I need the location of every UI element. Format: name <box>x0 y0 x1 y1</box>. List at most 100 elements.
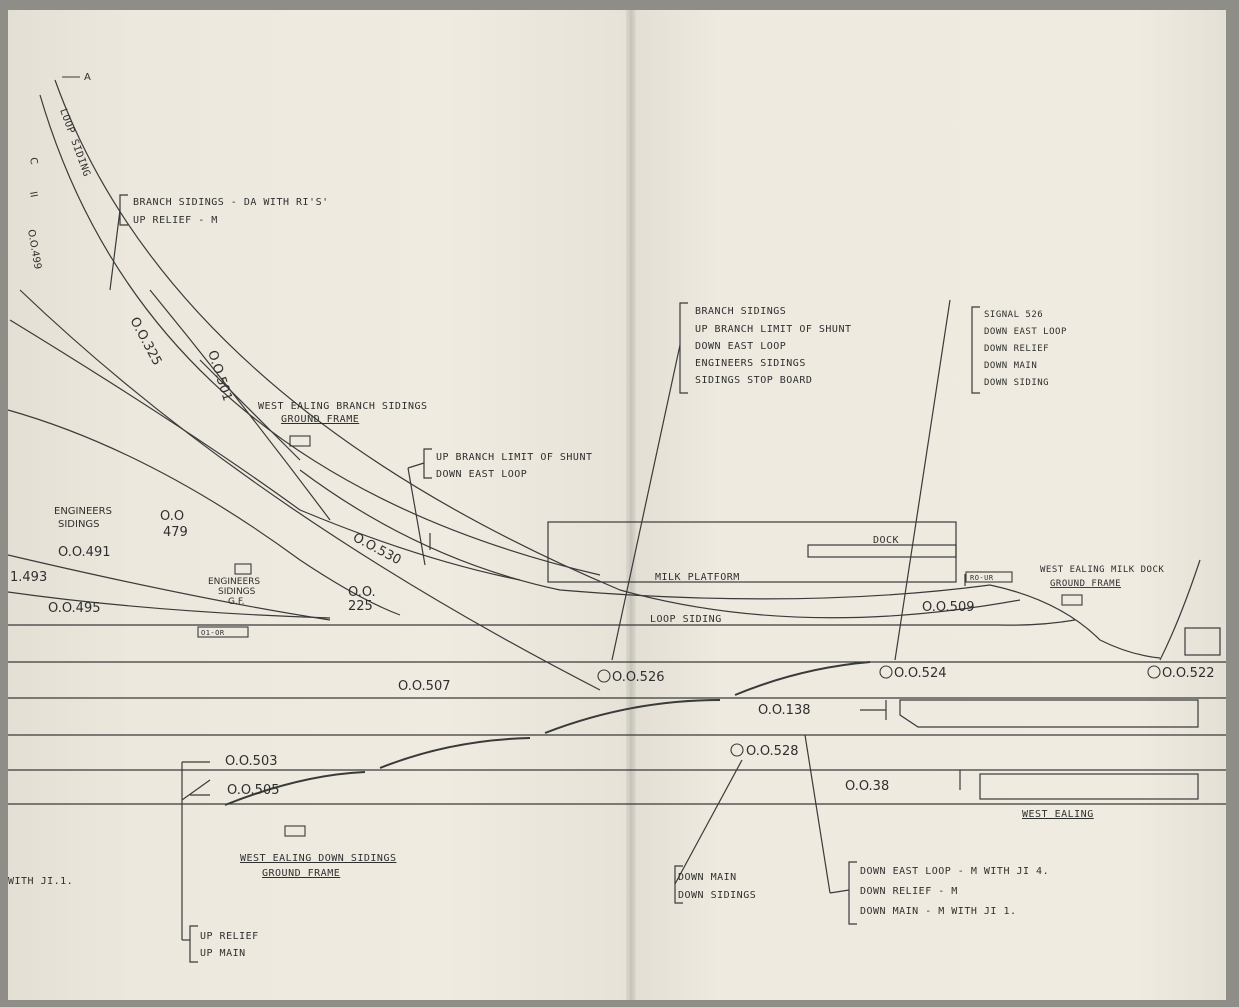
signal-0225b: 225 <box>348 599 373 614</box>
track-engineers <box>7 554 331 621</box>
gf-branch-title: WEST EALING BRANCH SIDINGS <box>258 401 428 412</box>
note-bs-3: DOWN EAST LOOP <box>695 341 786 352</box>
leader-up-branch-2 <box>407 467 426 566</box>
note-de-1: DOWN EAST LOOP - M WITH JI 4. <box>860 866 1049 877</box>
signal-038: O.O.38 <box>845 779 889 794</box>
signal-0225a: O.O. <box>348 585 376 600</box>
signal-head-524 <box>879 665 893 679</box>
platform-west-ealing-2 <box>979 773 1199 800</box>
tracks <box>7 79 1226 963</box>
signal-0505: O.O.505 <box>227 783 280 798</box>
gf-down-sidings-symbol <box>284 825 306 837</box>
edge-499: O.O.499 <box>25 229 43 271</box>
leader-down-east <box>829 889 850 894</box>
signal-0491: O.O.491 <box>58 545 111 560</box>
gf-branch-symbol <box>289 435 311 447</box>
ground-frame-symbols <box>197 435 1161 837</box>
note-de-3: DOWN MAIN - M WITH JI 1. <box>860 906 1017 917</box>
signal-1493: 1.493 <box>10 570 47 585</box>
signal-head-522 <box>1147 665 1161 679</box>
platform-west-ealing-1 <box>899 699 1199 728</box>
track-branch-5 <box>7 409 401 616</box>
signal-0524: O.O.524 <box>894 666 947 681</box>
note-bs-5: SIDINGS STOP BOARD <box>695 375 812 386</box>
track-engineers-2 <box>7 591 331 619</box>
dock <box>807 544 957 558</box>
book-gutter <box>626 10 636 1000</box>
note-s526-2: DOWN EAST LOOP <box>984 327 1067 337</box>
note-ub-1: UP BRANCH LIMIT OF SHUNT <box>436 452 593 463</box>
note-s526-3: DOWN RELIEF <box>984 344 1049 354</box>
box-a-label: O1-OR <box>201 629 225 637</box>
signal-0507: O.O.507 <box>398 679 451 694</box>
milk-dock-sub: GROUND FRAME <box>1050 579 1121 589</box>
leader-branch <box>109 209 121 291</box>
engineers-gf-1: ENGINEERS <box>208 577 260 587</box>
gf-milk-symbol <box>1061 594 1083 606</box>
down-sidings-sub: GROUND FRAME <box>262 868 340 879</box>
note-s526-4: DOWN MAIN <box>984 361 1037 371</box>
signal-0530: O.O.530 <box>350 530 403 568</box>
signal-0325: O.O.325 <box>126 315 164 368</box>
bracket-signal-526 <box>971 306 980 394</box>
signal-0138: O.O.138 <box>758 703 811 718</box>
note-ur-1: UP RELIEF <box>200 931 259 942</box>
engineers-gf-2: SIDINGS <box>218 587 256 597</box>
label-west-ealing: WEST EALING <box>1022 809 1094 820</box>
label-milk-platform: MILK PLATFORM <box>655 572 740 583</box>
right-page <box>630 10 1226 1000</box>
signal-0503: O.O.503 <box>225 754 278 769</box>
note-s526-5: DOWN SIDING <box>984 378 1049 388</box>
left-page <box>8 10 633 1000</box>
leader-branch-list <box>611 344 681 661</box>
leader-up-relief-d <box>181 779 211 801</box>
track-siding-short <box>149 289 331 521</box>
engineers-gf-3: G.F. <box>228 597 244 607</box>
building-right <box>1184 627 1221 656</box>
bracket-up-relief <box>189 925 198 963</box>
down-sidings-title: WEST EALING DOWN SIDINGS <box>240 853 397 864</box>
crossover-4 <box>224 771 366 806</box>
engineers-sidings-2: SIDINGS <box>58 519 100 530</box>
label-dock: DOCK <box>873 535 899 546</box>
track-loop-siding-end <box>999 619 1076 626</box>
crossover-1 <box>734 661 871 696</box>
track-branch-2 <box>54 79 1021 619</box>
label-loop-siding-vertical: LOOP SIDING <box>57 107 92 178</box>
bracket-branch-list <box>679 302 688 394</box>
bracket-branch <box>119 194 128 226</box>
label-with-j1: WITH JI.1. <box>8 876 73 887</box>
edge-ii: II <box>27 191 39 199</box>
track-milk <box>299 469 991 600</box>
label-a: A <box>84 72 91 83</box>
track-branch-1 <box>39 94 601 576</box>
box-b-frame <box>965 571 1013 583</box>
signal-0479a: O.O <box>160 509 184 524</box>
leader-signal-526 <box>894 299 951 661</box>
milk-dock-title: WEST EALING MILK DOCK <box>1040 565 1164 575</box>
signal-0479b: 479 <box>163 525 188 540</box>
note-dm-2: DOWN SIDINGS <box>678 890 756 901</box>
notes: BRANCH SIDINGS - DA WITH RI'S' UP RELIEF… <box>133 197 1067 959</box>
bracket-up-branch <box>423 448 432 479</box>
leader-down-east-2 <box>804 734 831 894</box>
note-bs-1: BRANCH SIDINGS <box>695 306 786 317</box>
box-b-label: RO-UR <box>970 574 994 582</box>
bracket-down-main <box>674 865 683 904</box>
signal-0526: O.O.526 <box>612 670 665 685</box>
note-dm-1: DOWN MAIN <box>678 872 737 883</box>
note-de-2: DOWN RELIEF - M <box>860 886 958 897</box>
note-bs-4: ENGINEERS SIDINGS <box>695 358 806 369</box>
note-ub-2: DOWN EAST LOOP <box>436 469 527 480</box>
engineers-sidings-1: ENGINEERS <box>54 506 112 517</box>
signal-0522: O.O.522 <box>1162 666 1215 681</box>
bracket-down-east <box>848 861 857 925</box>
label-loop-siding: LOOP SIDING <box>650 614 722 625</box>
track-branch-3 <box>19 289 601 691</box>
note-s526-1: SIGNAL 526 <box>984 310 1043 320</box>
note-ur-2: UP MAIN <box>200 948 246 959</box>
crossover-3 <box>379 737 531 769</box>
track-right-spur <box>1159 559 1201 661</box>
signal-head-526 <box>597 669 611 683</box>
